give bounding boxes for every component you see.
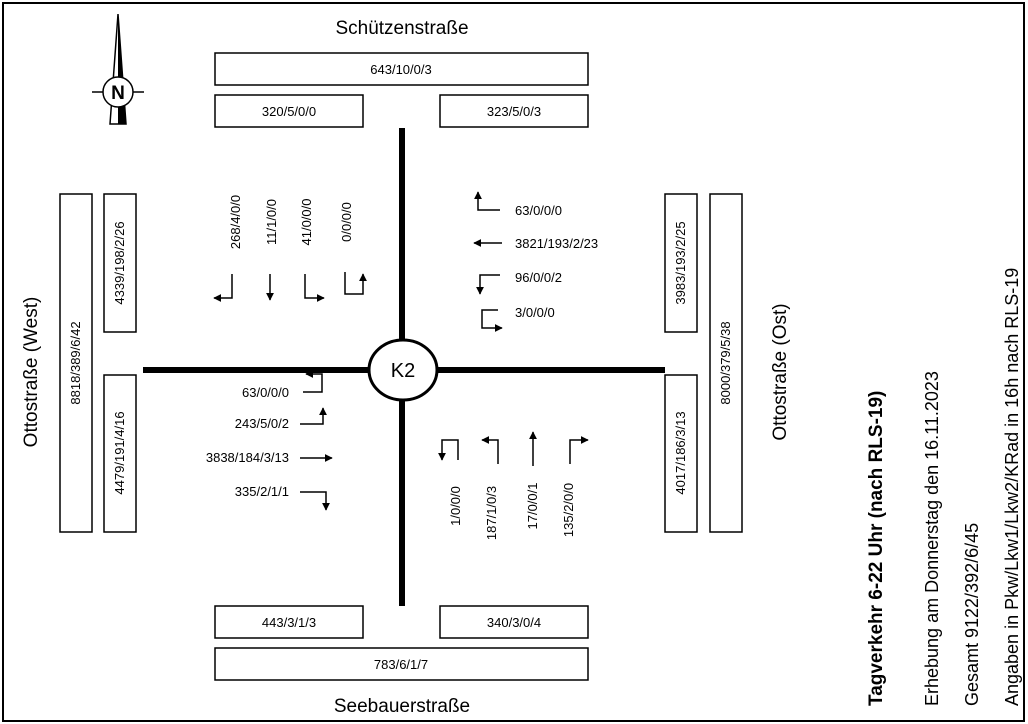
info-survey-date: Erhebung am Donnerstag den 16.11.2023 (922, 371, 942, 706)
box-west-total-label: 8818/389/6/42 (68, 321, 83, 404)
north-movement-right-turn: 268/4/0/0 (228, 195, 243, 249)
box-west-upper (103, 193, 137, 333)
street-west-name: Ottostraße (West) (21, 297, 42, 448)
north-movement-left-turn: 41/0/0/0 (299, 199, 314, 246)
node-circle (367, 338, 439, 402)
east-movement-right-turn: 3/0/0/0 (515, 305, 555, 320)
east-u-turn-arrow-icon (474, 191, 500, 211)
info-total: Gesamt 9122/392/6/45 (962, 523, 982, 706)
north-u-turn-arrow-icon (344, 272, 367, 295)
street-north-name: Schützenstraße (335, 18, 468, 39)
info-units-note: Angaben in Pkw/Lkw1/Lkw2/KRad in 16h nac… (1002, 268, 1022, 706)
box-north-out-label: 323/5/0/3 (487, 104, 541, 119)
west-movement-left-turn: 243/5/0/2 (235, 416, 289, 431)
box-south-total (214, 647, 589, 681)
south-right-turn-arrow-icon (569, 436, 589, 464)
box-west-total (59, 193, 93, 533)
south-movement-left-turn: 187/1/0/3 (484, 486, 499, 540)
street-east-name: Ottostraße (Ost) (770, 303, 791, 440)
north-left-turn-arrow-icon (304, 274, 325, 302)
south-movement-straight: 17/0/0/1 (525, 483, 540, 530)
box-west-upper-label: 4339/198/2/26 (112, 221, 127, 304)
box-west-lower-label: 4479/191/4/16 (112, 411, 127, 494)
west-left-turn-arrow-icon (300, 407, 327, 425)
south-u-turn-arrow-icon (438, 439, 459, 461)
west-right-turn-arrow-icon (300, 491, 330, 511)
compass-letter: N (111, 83, 125, 104)
west-movement-straight: 3838/184/3/13 (206, 450, 289, 465)
west-movement-u-turn: 63/0/0/0 (242, 385, 289, 400)
box-north-in (214, 94, 364, 128)
south-movement-u-turn: 1/0/0/0 (448, 486, 463, 526)
box-east-upper (664, 193, 698, 333)
north-movement-straight: 11/1/0/0 (264, 199, 279, 245)
box-north-total-label: 643/10/0/3 (370, 62, 431, 77)
box-east-total-label: 8000/379/5/38 (718, 321, 733, 404)
box-north-in-label: 320/5/0/0 (262, 104, 316, 119)
box-south-in-label: 443/3/1/3 (262, 615, 316, 630)
west-movement-right-turn: 335/2/1/1 (235, 484, 289, 499)
south-movement-right-turn: 135/2/0/0 (561, 483, 576, 537)
box-east-lower-label: 4017/186/3/13 (673, 411, 688, 494)
north-compass-icon: N (92, 13, 144, 125)
box-south-total-label: 783/6/1/7 (374, 657, 428, 672)
box-south-in (214, 605, 364, 639)
north-right-turn-arrow-icon (213, 274, 233, 302)
box-south-out-label: 340/3/0/4 (487, 615, 541, 630)
east-right-turn-arrow-icon (481, 309, 503, 332)
box-east-total (709, 193, 743, 533)
box-north-total (214, 52, 589, 86)
box-north-out (439, 94, 589, 128)
west-u-turn-arrow-icon (303, 370, 323, 393)
box-east-upper-label: 3983/193/2/25 (673, 221, 688, 304)
east-movement-u-turn: 63/0/0/0 (515, 203, 562, 218)
east-left-turn-arrow-icon (476, 274, 500, 295)
box-east-lower (664, 374, 698, 533)
east-movement-straight: 3821/193/2/23 (515, 236, 598, 251)
box-west-lower (103, 374, 137, 533)
east-movement-left-turn: 96/0/0/2 (515, 270, 562, 285)
street-south-name: Seebauerstraße (334, 696, 470, 717)
info-title: Tagverkehr 6-22 Uhr (nach RLS-19) (866, 391, 887, 706)
node-label: K2 (391, 360, 415, 382)
box-south-out (439, 605, 589, 639)
north-movement-u-turn: 0/0/0/0 (339, 202, 354, 242)
south-left-turn-arrow-icon (481, 436, 499, 464)
